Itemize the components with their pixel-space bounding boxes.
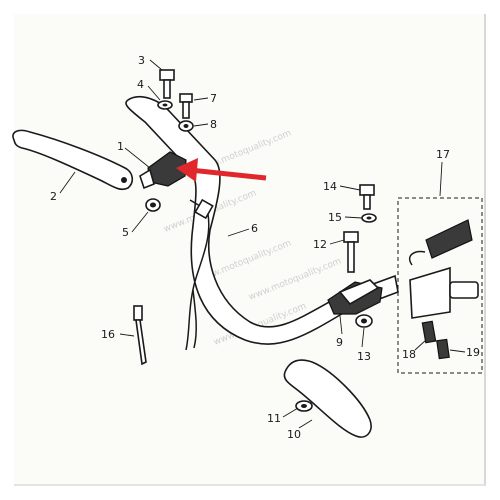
- brake-bracket: [327, 279, 383, 315]
- callout-labels: 1 2 3 4 5 6 7 8 9 10 11 12 13 14 15 16 1…: [50, 54, 480, 441]
- diagram-area: [14, 14, 486, 486]
- bolt-7: [179, 93, 193, 119]
- washer-11: [295, 400, 313, 412]
- washer-15: [361, 213, 377, 223]
- clutch-lever: [12, 129, 134, 191]
- callout-15: 15: [328, 211, 342, 224]
- callout-2: 2: [50, 190, 57, 203]
- callout-17: 17: [436, 148, 450, 161]
- bolt-3: [159, 69, 175, 99]
- watermark-5: www.motoquality.com: [247, 256, 343, 302]
- callout-10: 10: [287, 428, 301, 441]
- clutch-cable: [185, 198, 214, 351]
- washer-4: [157, 100, 173, 110]
- clip-16: [133, 305, 147, 366]
- screw-18: [421, 320, 437, 344]
- callout-6: 6: [251, 222, 258, 235]
- callout-11: 11: [267, 412, 281, 425]
- callout-12: 12: [313, 238, 327, 251]
- bolt-14: [359, 184, 375, 210]
- clutch-bracket: [139, 151, 187, 190]
- red-arrow: [176, 158, 267, 182]
- nut-5: [145, 198, 161, 212]
- callout-4: 4: [137, 78, 144, 91]
- leader-lines: [59, 59, 466, 429]
- switch-assembly: [397, 197, 483, 374]
- callout-5: 5: [122, 226, 129, 239]
- callout-16: 16: [101, 328, 115, 341]
- callout-14: 14: [323, 180, 337, 193]
- nut-8: [178, 120, 194, 132]
- bolt-12: [343, 231, 359, 273]
- callout-19: 19: [466, 346, 480, 359]
- callout-18: 18: [402, 348, 416, 361]
- callout-3: 3: [138, 54, 145, 67]
- callout-8: 8: [210, 118, 217, 131]
- callout-7: 7: [210, 92, 217, 105]
- screw-19: [436, 338, 450, 360]
- nut-13: [355, 314, 373, 328]
- callout-13: 13: [357, 350, 371, 363]
- callout-1: 1: [117, 140, 124, 153]
- callout-9: 9: [336, 336, 343, 349]
- brake-lever: [283, 359, 372, 438]
